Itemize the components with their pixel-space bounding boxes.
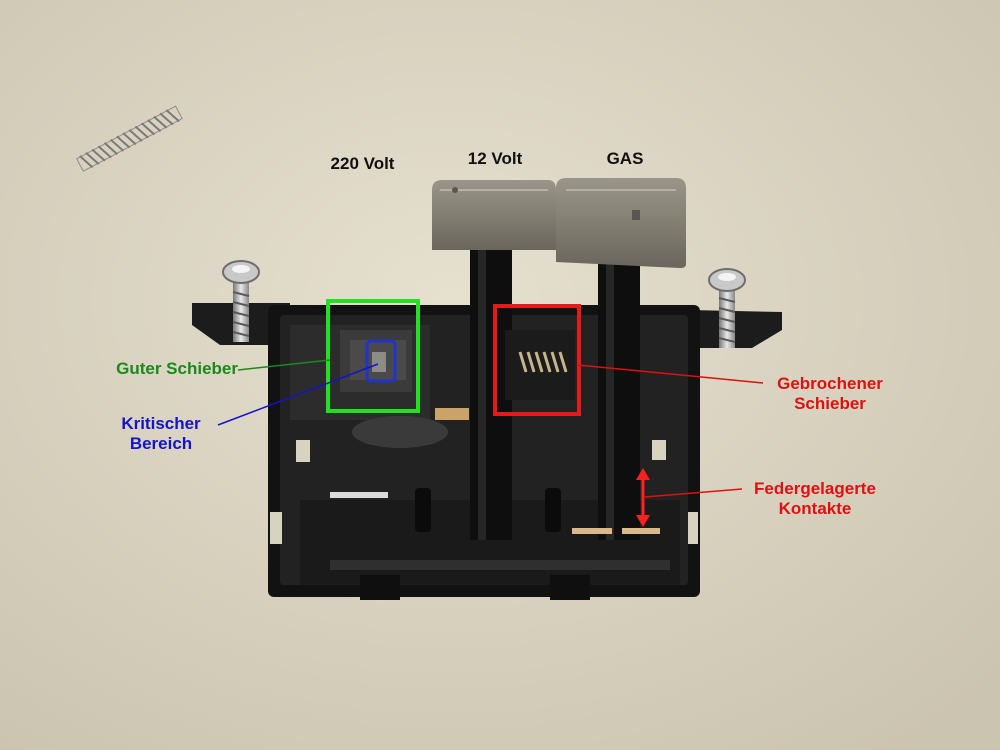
label-gas: GAS: [606, 149, 644, 168]
left-mounting-screw: [222, 260, 260, 342]
spring-contacts: [572, 528, 660, 534]
label-good-slider: Guter Schieber: [116, 359, 238, 378]
label-spring-contacts-line2: Kontakte: [778, 499, 852, 518]
label-critical-area-line2: Bereich: [129, 434, 193, 453]
loose-spring: [76, 105, 183, 172]
label-spring-contacts-line1: Federgelagerte: [754, 479, 876, 498]
broken-slider-spring: [505, 330, 575, 400]
label-spring-contacts: Federgelagerte Kontakte: [735, 479, 895, 519]
button-gas: [556, 178, 686, 540]
label-critical-area: Kritischer Bereich: [100, 414, 222, 454]
broken-slider-leader: [577, 364, 764, 384]
good-slider-block: [340, 330, 412, 392]
label-critical-area-line1: Kritischer: [121, 414, 201, 433]
broken-slider-highlight-box: [493, 304, 581, 416]
label-220-volt: 220 Volt: [330, 154, 395, 173]
good-slider-leader: [237, 359, 331, 371]
label-broken-slider-line2: Schieber: [794, 394, 866, 413]
spring-contacts-leader: [644, 488, 743, 498]
right-mounting-screw: [708, 268, 746, 348]
double-arrow-icon: [636, 468, 650, 527]
good-slider-highlight-box: [326, 299, 420, 413]
right-mounting-flange: [690, 310, 782, 348]
label-broken-slider-line1: Gebrochener: [777, 374, 883, 393]
label-12-volt: 12 Volt: [467, 149, 523, 168]
label-broken-slider: Gebrochener Schieber: [755, 374, 905, 414]
critical-area-leader: [217, 363, 379, 426]
critical-area-highlight-box: [365, 339, 397, 383]
